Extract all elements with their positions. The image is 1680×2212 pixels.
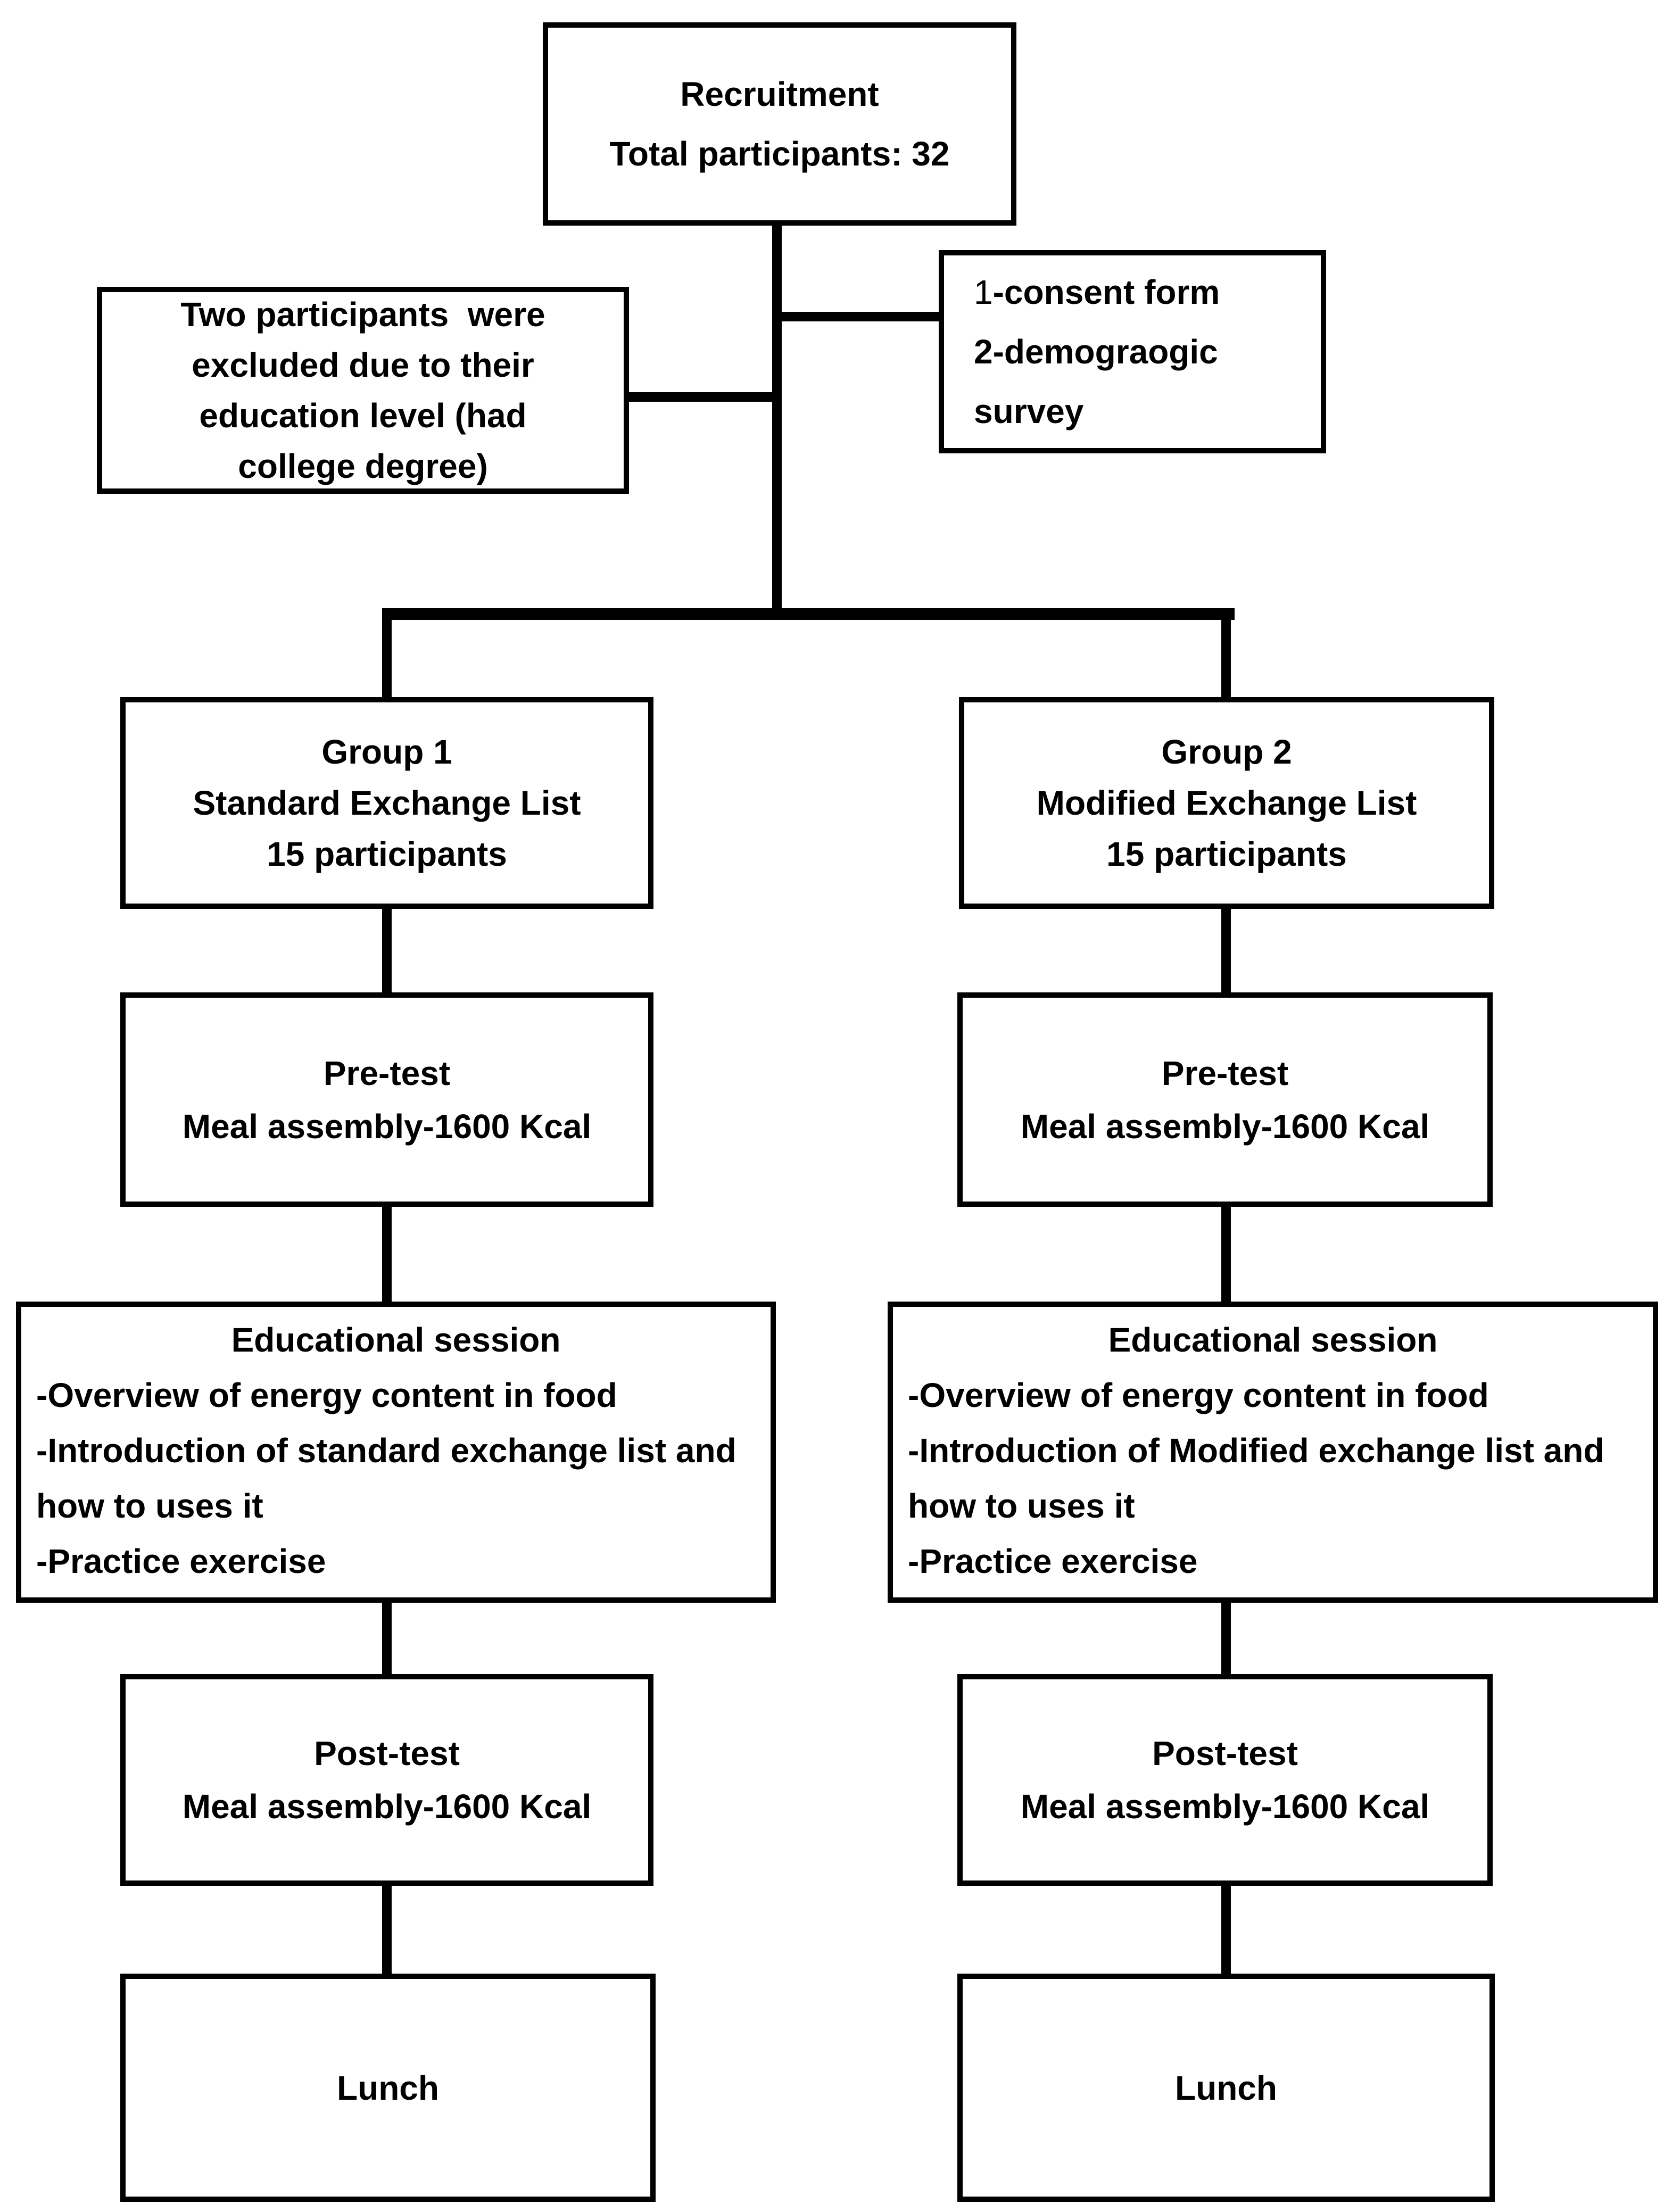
edu2-title: Educational session <box>1108 1321 1438 1359</box>
pretest1-box: Pre-test Meal assembly-1600 Kcal <box>120 992 653 1207</box>
connector-posttest1-lunch1 <box>382 1883 392 1977</box>
pretest2-title: Pre-test <box>1161 1054 1289 1092</box>
lunch1-label: Lunch <box>337 2068 439 2107</box>
consent-line1-number: 1 <box>974 273 993 311</box>
group2-participants: 15 participants <box>1106 835 1347 873</box>
edu1-title: Educational session <box>231 1321 561 1359</box>
posttest1-box: Post-test Meal assembly-1600 Kcal <box>120 1674 653 1886</box>
lunch1-box: Lunch <box>120 1974 656 2202</box>
posttest2-box: Post-test Meal assembly-1600 Kcal <box>957 1674 1493 1886</box>
group2-list-type: Modified Exchange List <box>1036 784 1417 822</box>
edu1-bullet2: -Introduction of standard exchange list … <box>36 1431 746 1525</box>
connector-trunk-vertical <box>772 221 782 615</box>
edu1-bullet3: -Practice exercise <box>36 1542 326 1580</box>
connector-edu1-posttest1 <box>382 1598 392 1677</box>
group2-title: Group 2 <box>1161 733 1292 771</box>
edu2-box: Educational session -Overview of energy … <box>888 1302 1658 1603</box>
edu2-bullet3: -Practice exercise <box>908 1542 1198 1580</box>
edu2-bullet1: -Overview of energy content in food <box>908 1376 1489 1414</box>
recruitment-count: Total participants: 32 <box>609 135 950 173</box>
group1-box: Group 1 Standard Exchange List 15 partic… <box>120 697 653 909</box>
posttest1-title: Post-test <box>314 1734 460 1772</box>
pretest2-task: Meal assembly-1600 Kcal <box>1020 1107 1430 1146</box>
edu1-bullet1: -Overview of energy content in food <box>36 1376 617 1414</box>
connector-posttest2-lunch2 <box>1221 1883 1231 1977</box>
connector-group1-pretest1 <box>382 905 392 996</box>
pretest1-task: Meal assembly-1600 Kcal <box>182 1107 592 1146</box>
posttest2-title: Post-test <box>1152 1734 1298 1772</box>
consent-line1-text: -consent form <box>992 273 1220 311</box>
posttest1-task: Meal assembly-1600 Kcal <box>182 1787 592 1826</box>
recruitment-box: Recruitment Total participants: 32 <box>543 22 1016 226</box>
pretest1-title: Pre-test <box>323 1054 451 1092</box>
consent-box: 1-consent form 2-demograogic survey <box>939 250 1326 453</box>
excluded-box: Two participants were excluded due to th… <box>97 287 629 494</box>
posttest2-task: Meal assembly-1600 Kcal <box>1020 1787 1430 1826</box>
lunch2-box: Lunch <box>957 1974 1495 2202</box>
connector-pretest2-edu2 <box>1221 1203 1231 1305</box>
edu1-box: Educational session -Overview of energy … <box>16 1302 776 1603</box>
connector-branch-drop-right <box>1221 608 1231 701</box>
group1-list-type: Standard Exchange List <box>193 784 581 822</box>
consent-line2: 2-demograogic <box>974 333 1218 371</box>
connector-pretest1-edu1 <box>382 1203 392 1305</box>
connector-excluded-horizontal <box>624 392 782 402</box>
consent-line1: 1-consent form <box>974 262 1315 322</box>
connector-consent-horizontal <box>772 312 942 321</box>
connector-edu2-posttest2 <box>1221 1598 1231 1677</box>
group1-title: Group 1 <box>321 733 452 771</box>
connector-branch-bar <box>382 608 1235 620</box>
lunch2-label: Lunch <box>1175 2068 1277 2107</box>
excluded-text: Two participants were excluded due to th… <box>180 295 545 485</box>
consent-line3: survey <box>974 392 1084 430</box>
connector-group2-pretest2 <box>1221 905 1231 996</box>
pretest2-box: Pre-test Meal assembly-1600 Kcal <box>957 992 1493 1207</box>
connector-branch-drop-left <box>382 608 392 701</box>
group2-box: Group 2 Modified Exchange List 15 partic… <box>959 697 1494 909</box>
group1-participants: 15 participants <box>267 835 507 873</box>
edu2-bullet2: -Introduction of Modified exchange list … <box>908 1431 1614 1525</box>
recruitment-title: Recruitment <box>680 75 879 113</box>
